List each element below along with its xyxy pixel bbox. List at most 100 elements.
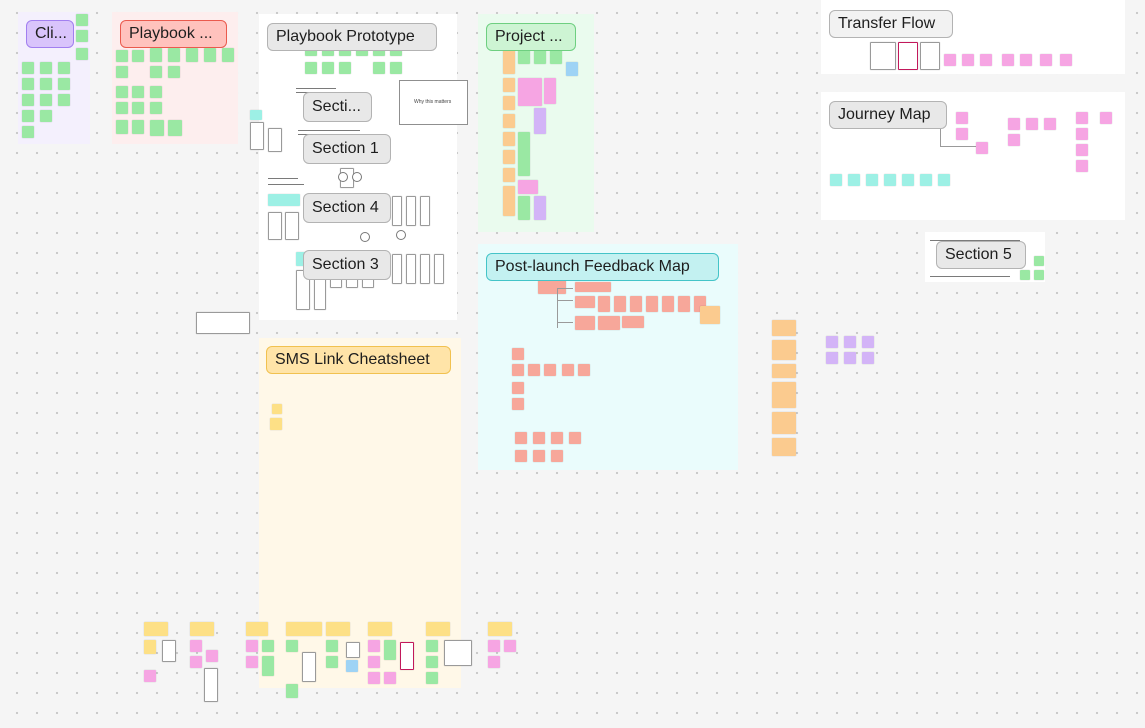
section-label-transfer-flow[interactable]: Transfer Flow xyxy=(829,10,953,38)
sticky-note[interactable] xyxy=(518,132,530,176)
sticky-note[interactable] xyxy=(150,86,162,98)
sticky-note[interactable] xyxy=(503,114,515,128)
sticky-note[interactable] xyxy=(503,186,515,216)
table-grid[interactable] xyxy=(196,312,250,334)
sticky-note[interactable] xyxy=(326,622,350,636)
sticky-note[interactable] xyxy=(368,672,380,684)
sticky-note[interactable] xyxy=(368,640,380,652)
sticky-note[interactable] xyxy=(168,66,180,78)
sticky-note[interactable] xyxy=(116,86,128,98)
sticky-note[interactable] xyxy=(534,50,546,64)
sticky-note[interactable] xyxy=(1008,118,1020,130)
sticky-note[interactable] xyxy=(503,168,515,182)
sticky-note[interactable] xyxy=(272,404,282,414)
sticky-note[interactable] xyxy=(144,640,156,654)
sticky-note[interactable] xyxy=(772,364,796,378)
sticky-note[interactable] xyxy=(488,622,512,636)
sticky-note[interactable] xyxy=(962,54,974,66)
sticky-note[interactable] xyxy=(678,296,690,312)
sticky-note[interactable] xyxy=(866,174,878,186)
sticky-note[interactable] xyxy=(534,108,546,134)
sticky-note[interactable] xyxy=(944,54,956,66)
sticky-note[interactable] xyxy=(1020,270,1030,280)
sticky-note[interactable] xyxy=(204,48,216,62)
screen-thumbnail[interactable] xyxy=(302,652,316,682)
subsection-label-section-1[interactable]: Section 1 xyxy=(303,134,391,164)
node-circle[interactable] xyxy=(360,232,370,242)
sticky-note[interactable] xyxy=(488,640,500,652)
sticky-note[interactable] xyxy=(356,50,368,56)
node-circle[interactable] xyxy=(352,172,362,182)
sticky-note[interactable] xyxy=(551,432,563,444)
sticky-note[interactable] xyxy=(598,316,620,330)
sticky-note[interactable] xyxy=(844,352,856,364)
sticky-note[interactable] xyxy=(286,622,322,636)
sticky-note[interactable] xyxy=(544,78,556,104)
sticky-note[interactable] xyxy=(1076,160,1088,172)
subsection-label-section-4[interactable]: Section 4 xyxy=(303,193,391,223)
sticky-note[interactable] xyxy=(384,672,396,684)
sticky-note[interactable] xyxy=(132,102,144,114)
sticky-note[interactable] xyxy=(512,364,524,376)
sticky-note[interactable] xyxy=(322,50,334,56)
sticky-note[interactable] xyxy=(150,120,164,136)
screen-thumbnail[interactable] xyxy=(920,42,940,70)
sticky-note[interactable] xyxy=(503,150,515,164)
wireframe-box[interactable] xyxy=(406,254,416,284)
sticky-note[interactable] xyxy=(830,174,842,186)
sticky-note[interactable] xyxy=(980,54,992,66)
sticky-note[interactable] xyxy=(920,174,932,186)
sticky-note[interactable] xyxy=(538,280,566,294)
sticky-note[interactable] xyxy=(1076,112,1088,124)
section-label-sms-link[interactable]: SMS Link Cheatsheet xyxy=(266,346,451,374)
sticky-note[interactable] xyxy=(326,656,338,668)
sticky-note[interactable] xyxy=(956,128,968,140)
sticky-note[interactable] xyxy=(373,50,385,56)
sticky-note[interactable] xyxy=(622,316,644,328)
sticky-note[interactable] xyxy=(116,102,128,114)
sticky-note[interactable] xyxy=(186,48,198,62)
sticky-note[interactable] xyxy=(116,50,128,62)
section-label-project[interactable]: Project ... xyxy=(486,23,576,51)
wireframe-box[interactable] xyxy=(420,254,430,284)
sticky-note[interactable] xyxy=(132,86,144,98)
screen-thumbnail[interactable] xyxy=(444,640,472,666)
sticky-note[interactable] xyxy=(58,62,70,74)
screen-thumbnail[interactable] xyxy=(162,640,176,662)
sticky-note[interactable] xyxy=(1060,54,1072,66)
wireframe-box[interactable] xyxy=(285,212,299,240)
sticky-note[interactable] xyxy=(938,174,950,186)
node-circle[interactable] xyxy=(396,230,406,240)
sticky-note[interactable] xyxy=(58,78,70,90)
sticky-note[interactable] xyxy=(144,670,156,682)
sticky-note[interactable] xyxy=(515,450,527,462)
section-label-playbook-prototype[interactable]: Playbook Prototype xyxy=(267,23,437,51)
sticky-note[interactable] xyxy=(132,120,144,134)
sticky-note[interactable] xyxy=(515,432,527,444)
sticky-note[interactable] xyxy=(1020,54,1032,66)
sticky-note[interactable] xyxy=(902,174,914,186)
sticky-note[interactable] xyxy=(22,94,34,106)
sticky-note[interactable] xyxy=(575,316,595,330)
sticky-note[interactable] xyxy=(862,336,874,348)
wireframe-box[interactable] xyxy=(406,196,416,226)
sticky-note[interactable] xyxy=(40,78,52,90)
sticky-note[interactable] xyxy=(562,364,574,376)
sticky-note[interactable] xyxy=(150,48,162,62)
sticky-note[interactable] xyxy=(270,418,282,430)
sticky-note[interactable] xyxy=(1040,54,1052,66)
sticky-note[interactable] xyxy=(390,50,402,56)
sticky-note[interactable] xyxy=(848,174,860,186)
sticky-note[interactable] xyxy=(518,78,542,106)
sticky-note[interactable] xyxy=(346,660,358,672)
sticky-note[interactable] xyxy=(884,174,896,186)
sticky-note[interactable] xyxy=(286,684,298,698)
subsection-label-secti[interactable]: Secti... xyxy=(303,92,372,122)
sticky-note[interactable] xyxy=(76,14,88,26)
sticky-note[interactable] xyxy=(168,48,180,62)
sticky-note[interactable] xyxy=(503,78,515,92)
sticky-note[interactable] xyxy=(426,656,438,668)
sticky-note[interactable] xyxy=(512,382,524,394)
sticky-note[interactable] xyxy=(373,62,385,74)
sticky-note[interactable] xyxy=(862,352,874,364)
